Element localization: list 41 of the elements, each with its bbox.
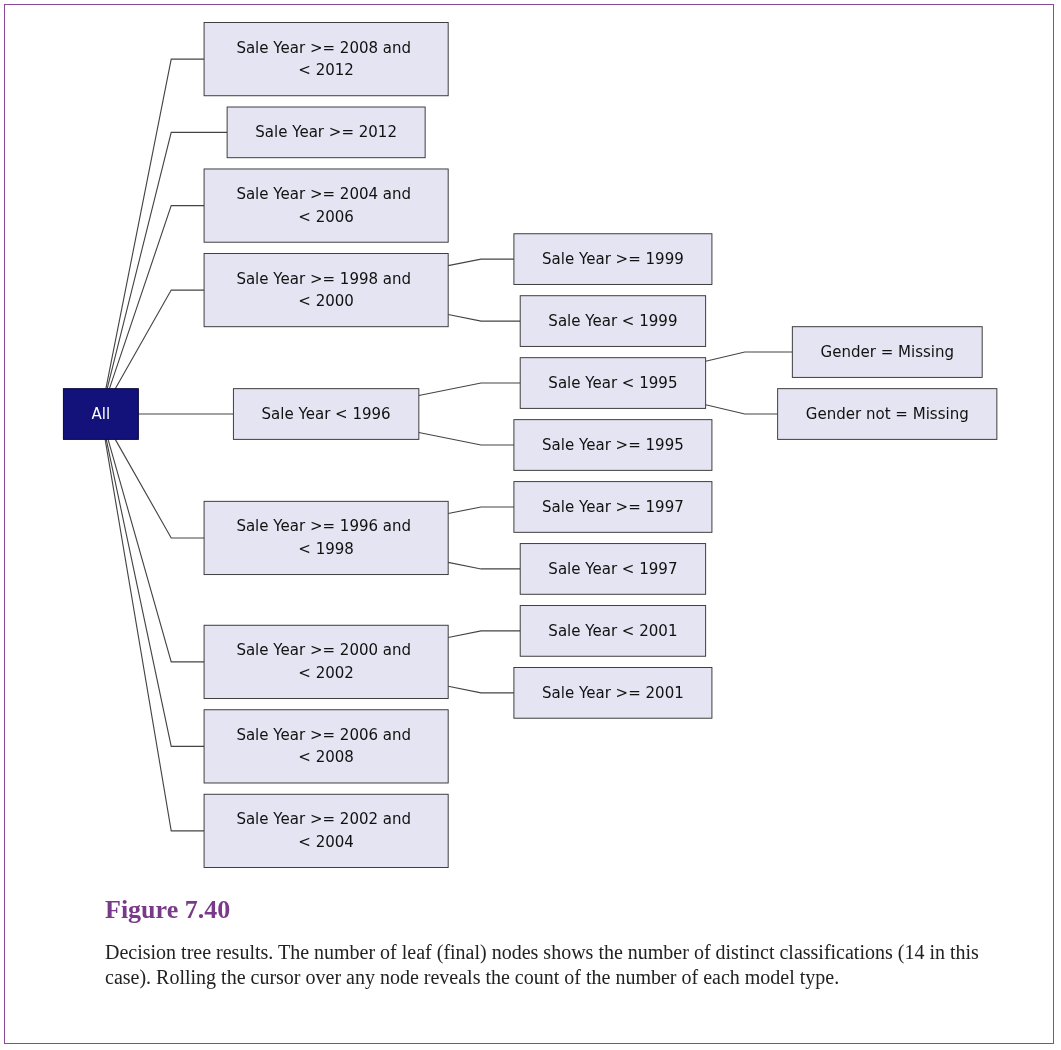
connector [418, 382, 521, 397]
connector [447, 630, 521, 639]
connector [105, 58, 205, 390]
node-box: Gender = Missing [791, 326, 983, 378]
node-box: Sale Year < 2001 [519, 605, 706, 657]
connector [107, 438, 205, 663]
node-box: Gender not = Missing [777, 388, 998, 440]
node-box: Sale Year >= 2012 [226, 106, 426, 159]
node-box: Sale Year >= 1998 and < 2000 [203, 253, 449, 328]
connector [447, 561, 521, 570]
figure-title: Figure 7.40 [105, 895, 231, 925]
connector [104, 438, 205, 832]
connector [447, 685, 515, 694]
node-box: Sale Year >= 1999 [513, 233, 713, 285]
node-box: Sale Year < 1996 [232, 388, 420, 440]
node-box: Sale Year >= 2002 and < 2004 [203, 793, 449, 868]
node-box: Sale Year >= 1996 and < 1998 [203, 500, 449, 576]
connector [447, 313, 521, 322]
connector [105, 438, 205, 747]
node-box: Sale Year >= 2008 and < 2012 [203, 22, 449, 97]
figure-caption: Decision tree results. The number of leaf (final) nodes shows the number of distinct classifications (14 in this case). Rolling the cursor over any node reveals the count of the number of each model type. [105, 940, 980, 990]
connector [704, 404, 779, 415]
connector [114, 289, 205, 390]
connector [114, 438, 205, 539]
connector [137, 413, 234, 415]
node-box: Sale Year < 1995 [519, 357, 706, 409]
node-box: Sale Year >= 2006 and < 2008 [203, 709, 449, 784]
node-box: Sale Year < 1999 [519, 295, 706, 347]
node-box: Sale Year >= 2004 and < 2006 [203, 168, 449, 243]
connector [447, 258, 515, 267]
connector [704, 351, 793, 362]
connector [106, 131, 228, 390]
connector [447, 506, 515, 515]
node-box: Sale Year >= 2000 and < 2002 [203, 624, 449, 699]
node-box: All [62, 388, 139, 440]
node-box: Sale Year >= 2001 [513, 667, 713, 719]
node-box: Sale Year < 1997 [519, 543, 706, 595]
node-box: Sale Year >= 1995 [513, 419, 713, 471]
connector [418, 432, 515, 446]
node-box: Sale Year >= 1997 [513, 481, 713, 533]
connector [108, 205, 205, 390]
